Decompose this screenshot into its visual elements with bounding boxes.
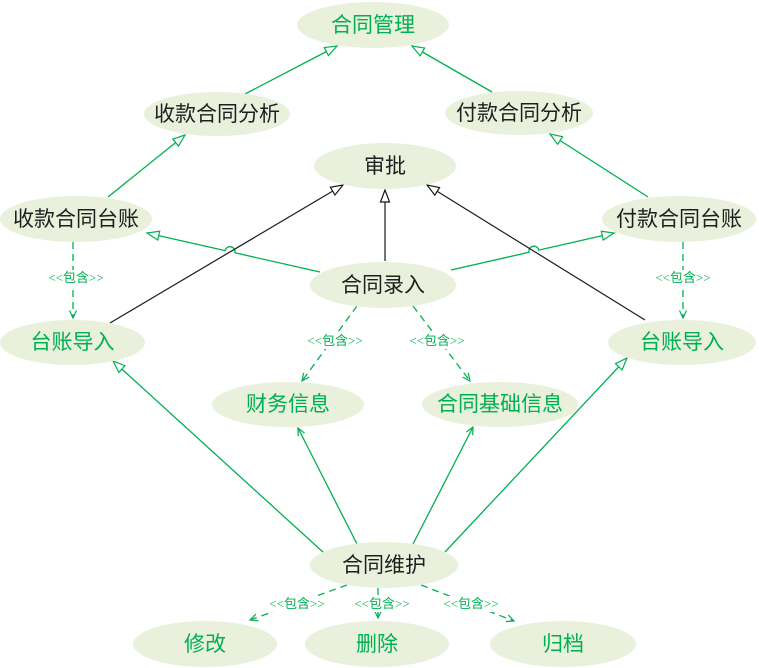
node-label: 合同管理 <box>331 12 415 37</box>
include-stereotype-label: <<包含>> <box>258 596 336 612</box>
include-stereotype-label: <<包含>> <box>432 596 510 612</box>
node-payment-contract-ledger: 付款合同台账 <box>602 196 756 242</box>
node-contract-management: 合同管理 <box>297 2 449 48</box>
node-delete: 删除 <box>305 621 449 667</box>
node-ledger-import-left: 台账导入 <box>0 320 145 365</box>
node-label: 财务信息 <box>246 392 330 416</box>
node-label: 收款合同台账 <box>13 206 139 231</box>
node-label: 删除 <box>356 631 398 656</box>
node-label: 付款合同分析 <box>456 100 582 125</box>
node-contract-entry: 合同录入 <box>310 262 456 308</box>
edge-entry-to-payment-ledger <box>450 230 616 271</box>
edge-payment-ledger-to-payment-analysis <box>548 133 649 198</box>
node-ledger-import-right: 台账导入 <box>608 320 756 365</box>
node-label: 台账导入 <box>30 330 115 354</box>
node-modify: 修改 <box>133 621 277 667</box>
node-label: 付款合同台账 <box>616 206 742 231</box>
edge-maintenance-to-financial-info <box>297 426 358 545</box>
include-entry-to-contract-basic-info <box>412 305 471 383</box>
node-label: 台账导入 <box>640 330 724 354</box>
node-approval: 审批 <box>314 143 456 189</box>
edge-receipt-analysis-to-management <box>244 45 339 95</box>
edge-entry-to-receipt-ledger <box>145 230 321 273</box>
node-label: 合同录入 <box>341 272 425 297</box>
node-archive: 归档 <box>490 621 636 667</box>
include-stereotype-label: <<包含>> <box>296 333 374 349</box>
node-label: 合同维护 <box>342 552 426 577</box>
edge-payment-analysis-to-management <box>410 45 493 93</box>
include-entry-to-financial-info <box>301 305 358 383</box>
node-financial-info: 财务信息 <box>212 382 364 427</box>
include-stereotype-label: <<包含>> <box>37 270 115 286</box>
node-label: 审批 <box>364 153 406 178</box>
node-label: 归档 <box>542 631 584 656</box>
edge-ledger-import-left-to-approval <box>109 184 345 324</box>
node-receipt-contract-analysis: 收款合同分析 <box>144 92 290 136</box>
include-stereotype-label: <<包含>> <box>644 270 722 286</box>
edge-maintenance-to-ledger-import-right <box>444 356 629 553</box>
include-stereotype-label: <<包含>> <box>343 596 421 612</box>
node-receipt-contract-ledger: 收款合同台账 <box>0 196 152 242</box>
edge-receipt-ledger-to-receipt-analysis <box>107 133 187 198</box>
node-label: 合同基础信息 <box>437 392 563 416</box>
node-contract-basic-info: 合同基础信息 <box>422 382 578 427</box>
node-contract-maintenance: 合同维护 <box>310 542 458 588</box>
node-label: 修改 <box>184 631 226 656</box>
edge-maintenance-to-ledger-import-left <box>111 359 325 554</box>
edge-maintenance-to-contract-basic-info <box>412 425 474 545</box>
node-label: 收款合同分析 <box>154 101 280 126</box>
node-payment-contract-analysis: 付款合同分析 <box>445 91 593 135</box>
edge-ledger-import-right-to-approval <box>425 184 646 321</box>
include-stereotype-label: <<包含>> <box>398 333 476 349</box>
